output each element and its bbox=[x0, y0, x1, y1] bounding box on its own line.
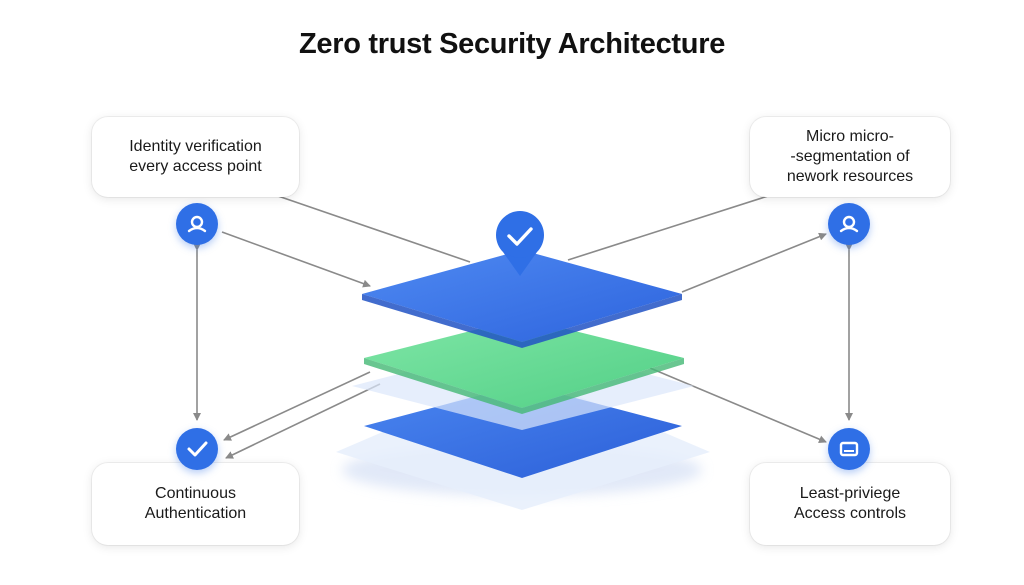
card-text-line: Continuous bbox=[155, 485, 236, 502]
connector-stack-to-tr-node bbox=[681, 232, 827, 293]
card-text-line: Least-priviege bbox=[799, 485, 901, 502]
card-text-line: Micro micro- bbox=[806, 128, 894, 145]
checkmark-pin-icon bbox=[496, 211, 544, 276]
connector-lines bbox=[193, 195, 853, 459]
connector-stack-to-bl-node-1 bbox=[223, 371, 371, 441]
card-text-line: every access point bbox=[129, 158, 262, 175]
card-text-line: -segmentation of bbox=[790, 148, 910, 165]
card-text-line: Access controls bbox=[793, 505, 907, 522]
connector-tr-card-to-stack bbox=[567, 195, 769, 261]
device-icon bbox=[828, 428, 870, 470]
card-text-line: Authentication bbox=[144, 505, 247, 522]
connector-tl-card-to-stack bbox=[277, 195, 471, 263]
layer-middle-green bbox=[364, 318, 684, 408]
user-icon bbox=[828, 203, 870, 245]
connector-stack-to-br-node bbox=[649, 367, 827, 443]
card-text-line: Identity verification bbox=[129, 138, 262, 155]
layer-stack bbox=[336, 250, 710, 510]
connector-stack-to-bl-node-2 bbox=[225, 383, 381, 459]
user-icon bbox=[176, 203, 218, 245]
card-identity-verification: Identity verification every access point bbox=[92, 117, 299, 197]
connector-tl-node-to-stack bbox=[221, 231, 371, 288]
card-continuous-authentication: Continuous Authentication bbox=[92, 463, 299, 545]
card-least-privilege: Least-priviege Access controls bbox=[750, 463, 950, 545]
layer-top bbox=[362, 250, 682, 342]
checkmark-icon bbox=[176, 428, 218, 470]
card-text-line: nework resources bbox=[786, 168, 914, 185]
diagram-title: Zero trust Security Architecture bbox=[298, 28, 726, 60]
card-micro-segmentation: Micro micro- -segmentation of nework res… bbox=[750, 117, 950, 197]
